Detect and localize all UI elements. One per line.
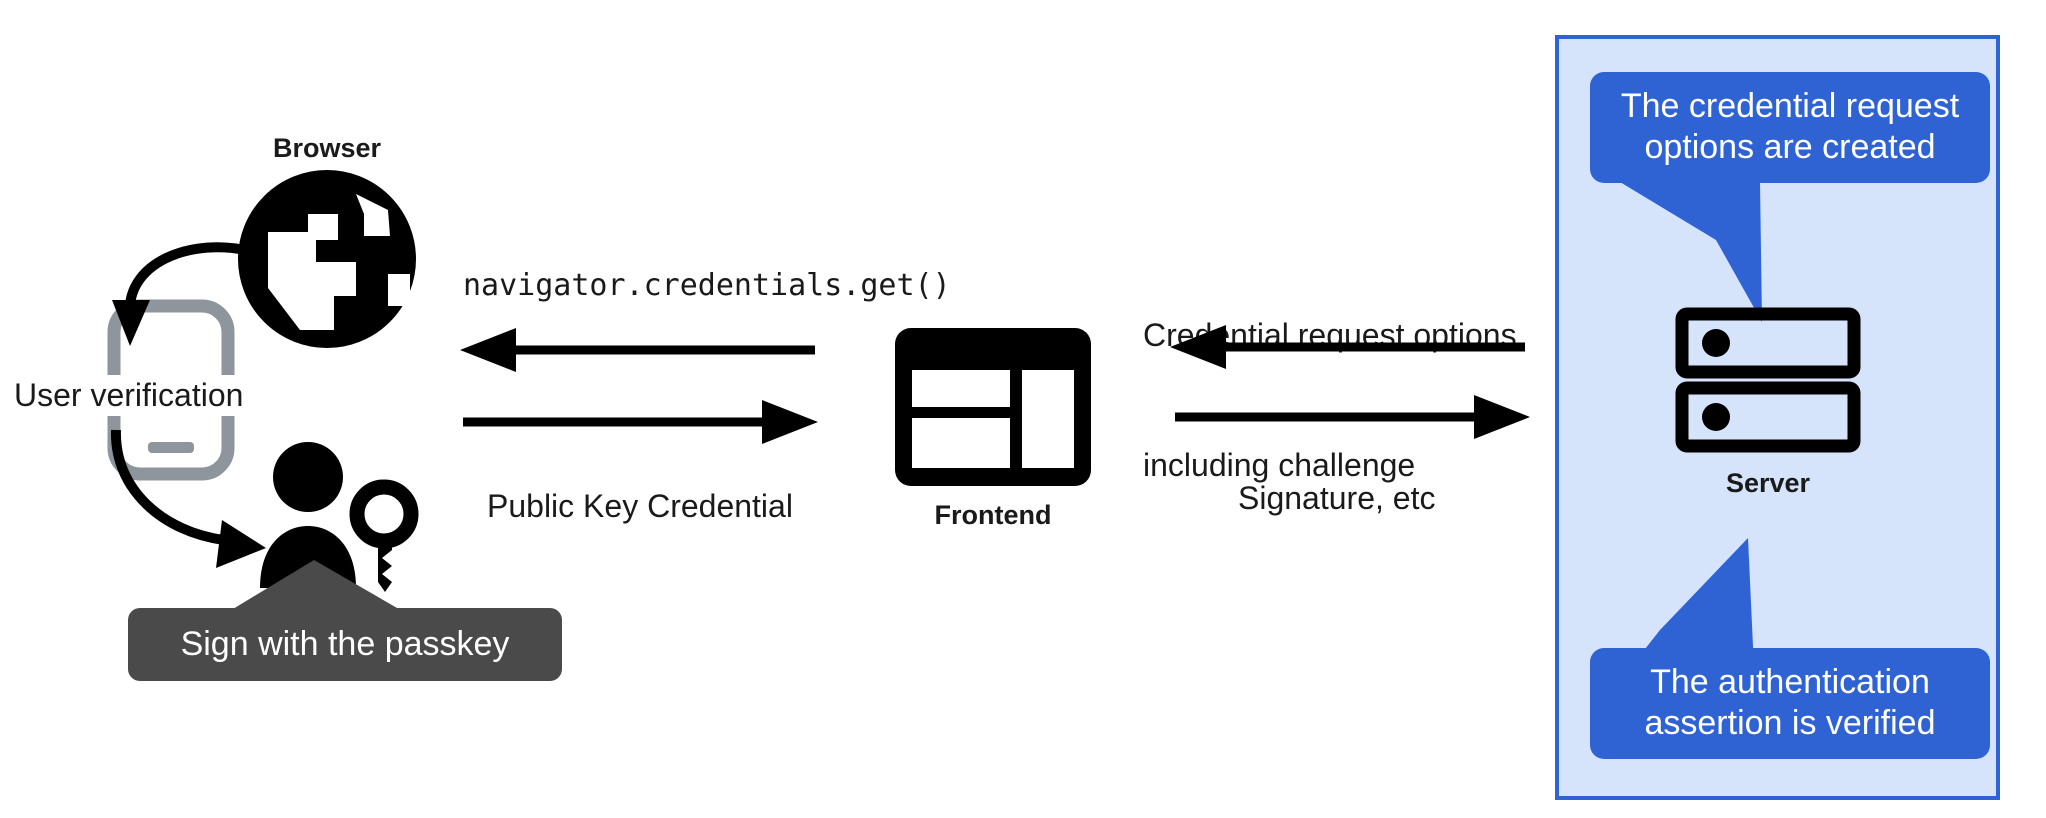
globe-icon <box>238 170 416 348</box>
arrow-frontend-to-browser-icon <box>460 328 815 372</box>
callout-tail-passkey-icon <box>228 560 404 612</box>
browser-label: Browser <box>272 133 382 163</box>
arrow-phone-to-user-icon <box>110 429 266 568</box>
server-racks-icon <box>1675 307 1861 453</box>
arrow-browser-to-phone-icon <box>112 242 262 346</box>
flow-label-navigator-credentials-get: navigator.credentials.get() <box>463 268 951 303</box>
callout-credential-request-options: The credential request options are creat… <box>1590 72 1990 183</box>
callout-sign-with-passkey: Sign with the passkey <box>128 608 562 681</box>
frontend-label: Frontend <box>934 500 1052 530</box>
server-label: Server <box>1725 468 1811 498</box>
flow-label-public-key-credential: Public Key Credential <box>487 488 793 524</box>
callout-line-2: options are created <box>1644 128 1936 167</box>
callout-line-2: assertion is verified <box>1644 704 1936 743</box>
arrow-server-to-frontend-icon <box>1170 325 1525 369</box>
callout-line-1: The authentication <box>1650 663 1930 701</box>
callout-tail-bottom-icon <box>1630 538 1754 668</box>
arrow-browser-to-frontend-icon <box>463 400 818 444</box>
callout-tail-top-icon <box>1620 182 1762 322</box>
arrow-frontend-to-server-icon <box>1175 395 1530 439</box>
flow-label-line-2: including challenge <box>1143 446 1416 483</box>
user-verification-label: User verification <box>10 375 248 416</box>
callout-line-1: The credential request <box>1620 87 1960 125</box>
flow-label-signature: Signature, etc <box>1238 480 1436 516</box>
web-layout-icon <box>895 328 1091 486</box>
callout-authentication-assertion: The authentication assertion is verified <box>1590 648 1990 759</box>
